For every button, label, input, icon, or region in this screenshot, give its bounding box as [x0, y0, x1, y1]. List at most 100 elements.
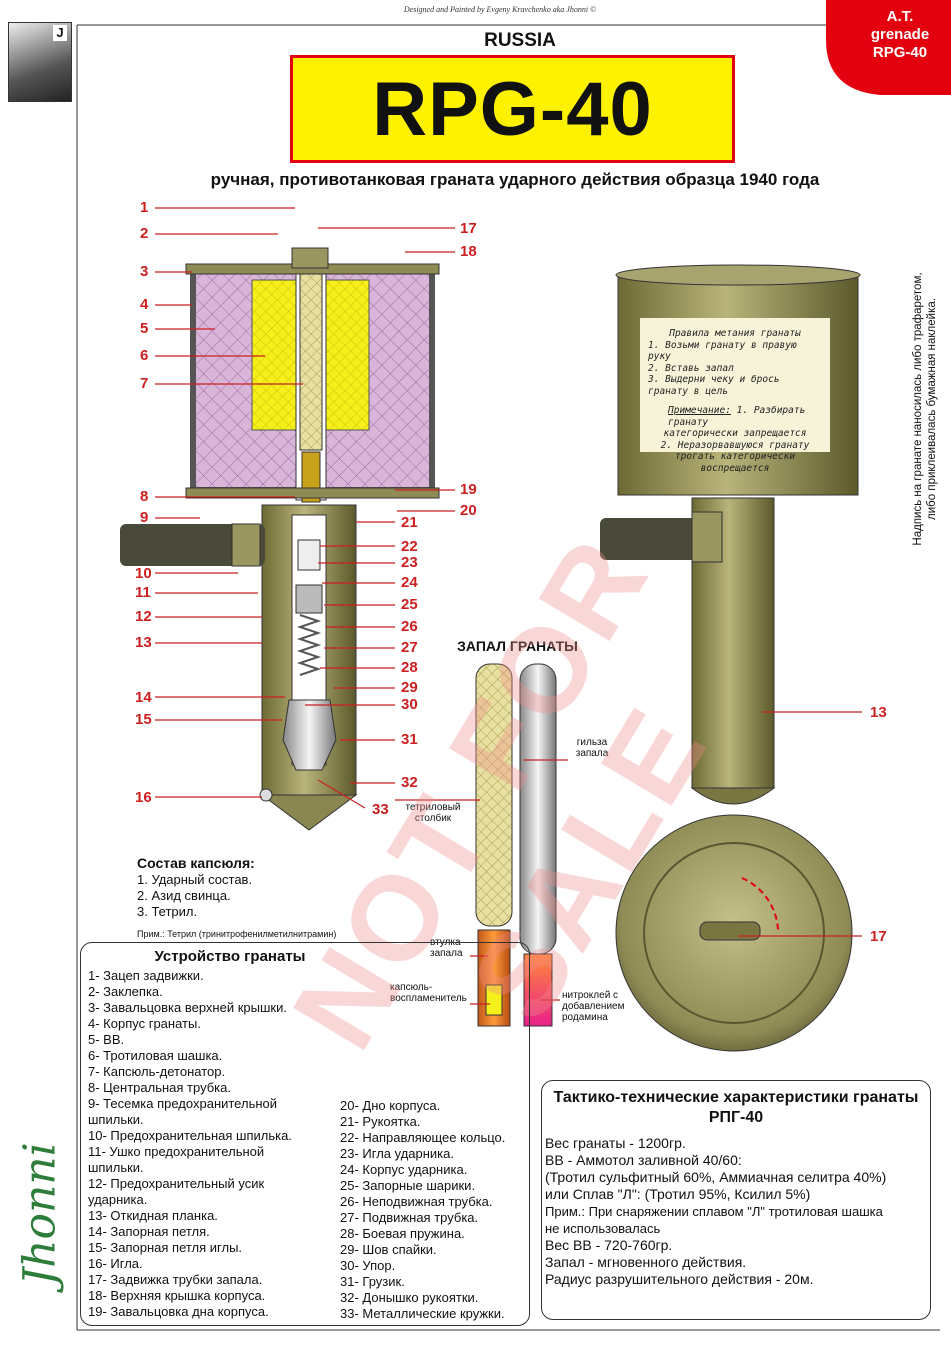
- device-col1-item: ударника.: [88, 1192, 148, 1207]
- device-col1-item: 12- Предохранительный усик: [88, 1176, 265, 1191]
- callout-22: 22: [401, 538, 418, 555]
- capsule-note: Прим.: Тетрил (тринитрофенилметилнитрами…: [137, 929, 337, 939]
- kapsul-line-2: воспламенитель: [390, 993, 467, 1004]
- device-col1-item: 7- Капсюль-детонатор.: [88, 1064, 226, 1079]
- device-col2-item: 30- Упор.: [340, 1258, 396, 1273]
- tth-line-5: Прим.: При снаряжении сплавом "Л" тротил…: [545, 1204, 883, 1219]
- callout-10: 10: [135, 565, 152, 582]
- device-col1-item: 3- Завальцовка верхней крышки.: [88, 1000, 287, 1015]
- label-card-note-1: 1. Разбирать гранату: [668, 405, 806, 428]
- nitro-line-1: нитроклей с: [562, 990, 619, 1001]
- fuze-label-nitro: нитроклей с добавлением родамина: [562, 990, 642, 1023]
- device-title: Устройство гранаты: [154, 948, 306, 965]
- fuze-label-kapsul: капсюль- воспламенитель: [390, 982, 475, 1004]
- signature: Jhonni: [14, 1142, 66, 1286]
- device-col1-item: 13- Откидная планка.: [88, 1208, 218, 1223]
- callout-ext-17: 17: [870, 928, 887, 945]
- nitro-line-3: родамина: [562, 1012, 608, 1023]
- label-card-line-1: 1. Возьми гранату в правую руку: [648, 339, 797, 363]
- leader-lines: [155, 207, 862, 1005]
- device-col2-item: 27- Подвижная трубка.: [340, 1210, 479, 1225]
- tth-line-7: Вес ВВ - 720-760гр.: [545, 1237, 673, 1253]
- tth-line-2: ВВ - Аммотол заливной 40/60:: [545, 1152, 742, 1168]
- corner-label: A.T. grenade RPG-40: [850, 8, 950, 62]
- device-col2-item: 32- Донышко рукоятки.: [340, 1290, 479, 1305]
- tth-line-3: (Тротил сульфитный 60%, Аммиачная селитр…: [545, 1169, 887, 1185]
- label-card-note-3: 2. Неразорвавшуюся гранату: [660, 439, 810, 451]
- gilza-line-1: гильза: [576, 737, 608, 748]
- callout-20: 20: [460, 502, 477, 519]
- stencil-note-line-2: либо приклеивалась бумажная наклейка.: [926, 298, 938, 520]
- nitro-line-2: добавлением: [562, 1001, 625, 1012]
- callout-4: 4: [140, 296, 149, 313]
- callout-5: 5: [140, 320, 149, 337]
- callout-29: 29: [401, 679, 418, 696]
- callout-30: 30: [401, 696, 418, 713]
- device-col2-item: 20- Дно корпуса.: [340, 1098, 441, 1113]
- device-col1-item: 6- Тротиловая шашка.: [88, 1048, 223, 1063]
- callout-24: 24: [401, 574, 418, 591]
- callout-23: 23: [401, 554, 418, 571]
- device-col1-item: шпильки.: [88, 1112, 144, 1127]
- corner-badge: [826, 0, 951, 95]
- tth-body: Вес гранаты - 1200гр. ВВ - Аммотол залив…: [545, 1135, 930, 1288]
- device-col2-item: 33- Металлические кружки.: [340, 1306, 505, 1321]
- country-label: RUSSIA: [484, 30, 556, 51]
- device-col2-item: 23- Игла ударника.: [340, 1146, 454, 1161]
- device-panel: [80, 942, 530, 1326]
- device-col2-item: 31- Грузик.: [340, 1274, 405, 1289]
- callout-18: 18: [460, 243, 477, 260]
- author-photo: J: [8, 22, 72, 102]
- callout-16: 16: [135, 789, 152, 806]
- instruction-label: Правила метания гранаты 1. Возьми гранат…: [640, 318, 830, 474]
- device-col1-item: 17- Задвижка трубки запала.: [88, 1272, 263, 1287]
- handle-cutaway: [120, 504, 358, 831]
- tth-line-4: или Сплав "Л": (Тротил 95%, Ксилил 5%): [545, 1186, 811, 1202]
- tth-line-9: Радиус разрушительного действия - 20м.: [545, 1271, 814, 1287]
- device-col1-item: 10- Предохранительная шпилька.: [88, 1128, 292, 1143]
- subtitle: ручная, противотанковая граната ударного…: [210, 170, 820, 189]
- callout-28: 28: [401, 659, 418, 676]
- device-col1-item: шпильки.: [88, 1160, 144, 1175]
- stencil-note-line-1: Надпись на гранате наносилась либо трафа…: [912, 272, 924, 546]
- callout-25: 25: [401, 596, 418, 613]
- label-card-title: Правила метания гранаты: [669, 328, 801, 339]
- callout-33: 33: [372, 801, 389, 818]
- tth-line-1: Вес гранаты - 1200гр.: [545, 1135, 686, 1151]
- device-col2-item: 29- Шов спайки.: [340, 1242, 437, 1257]
- fuze-label-tetryl: тетриловый столбик: [398, 802, 468, 824]
- fuze-detail: [475, 663, 557, 1027]
- callout-14: 14: [135, 689, 152, 706]
- vtulka-line-2: запала: [430, 948, 463, 959]
- tetryl-line-1: тетриловый: [405, 802, 461, 813]
- grenade-body-cutaway: [185, 247, 440, 503]
- callout-1: 1: [140, 199, 149, 216]
- corner-line-2: grenade: [870, 26, 930, 43]
- device-list-col1: 1- Зацеп задвижки.2- Заклепка.3- Завальц…: [88, 968, 338, 1320]
- callout-ext-13: 13: [870, 704, 887, 721]
- callout-21: 21: [401, 514, 418, 531]
- callout-2: 2: [140, 225, 149, 242]
- capsule-title: Состав капсюля:: [137, 855, 255, 871]
- device-col1-item: 14- Запорная петля.: [88, 1224, 210, 1239]
- logo-letter: J: [53, 25, 67, 41]
- device-col2-item: 25- Запорные шарики.: [340, 1178, 476, 1193]
- label-card-line-2: 2. Вставь запал: [648, 362, 734, 374]
- tetryl-line-2: столбик: [414, 813, 452, 824]
- label-card-note-4: трогать категорически: [674, 451, 796, 462]
- capsule-item-3: 3. Тетрил.: [137, 904, 198, 919]
- device-col1-item: 4- Корпус гранаты.: [88, 1016, 201, 1031]
- callout-32: 32: [401, 774, 418, 791]
- label-card-note-5: воспрещается: [700, 462, 770, 474]
- grenade-exterior: [600, 264, 861, 1052]
- callout-3: 3: [140, 263, 149, 280]
- stencil-note: Надпись на гранате наносилась либо трафа…: [911, 229, 939, 589]
- device-col1-item: 15- Запорная петля иглы.: [88, 1240, 243, 1255]
- callout-27: 27: [401, 639, 418, 656]
- tth-panel: [541, 1080, 931, 1320]
- label-card-note-head: Примечание:: [668, 405, 731, 416]
- capsule-item-2: 2. Азид свинца.: [137, 888, 231, 903]
- tth-title: Тактико-технические характеристики грана…: [553, 1089, 919, 1126]
